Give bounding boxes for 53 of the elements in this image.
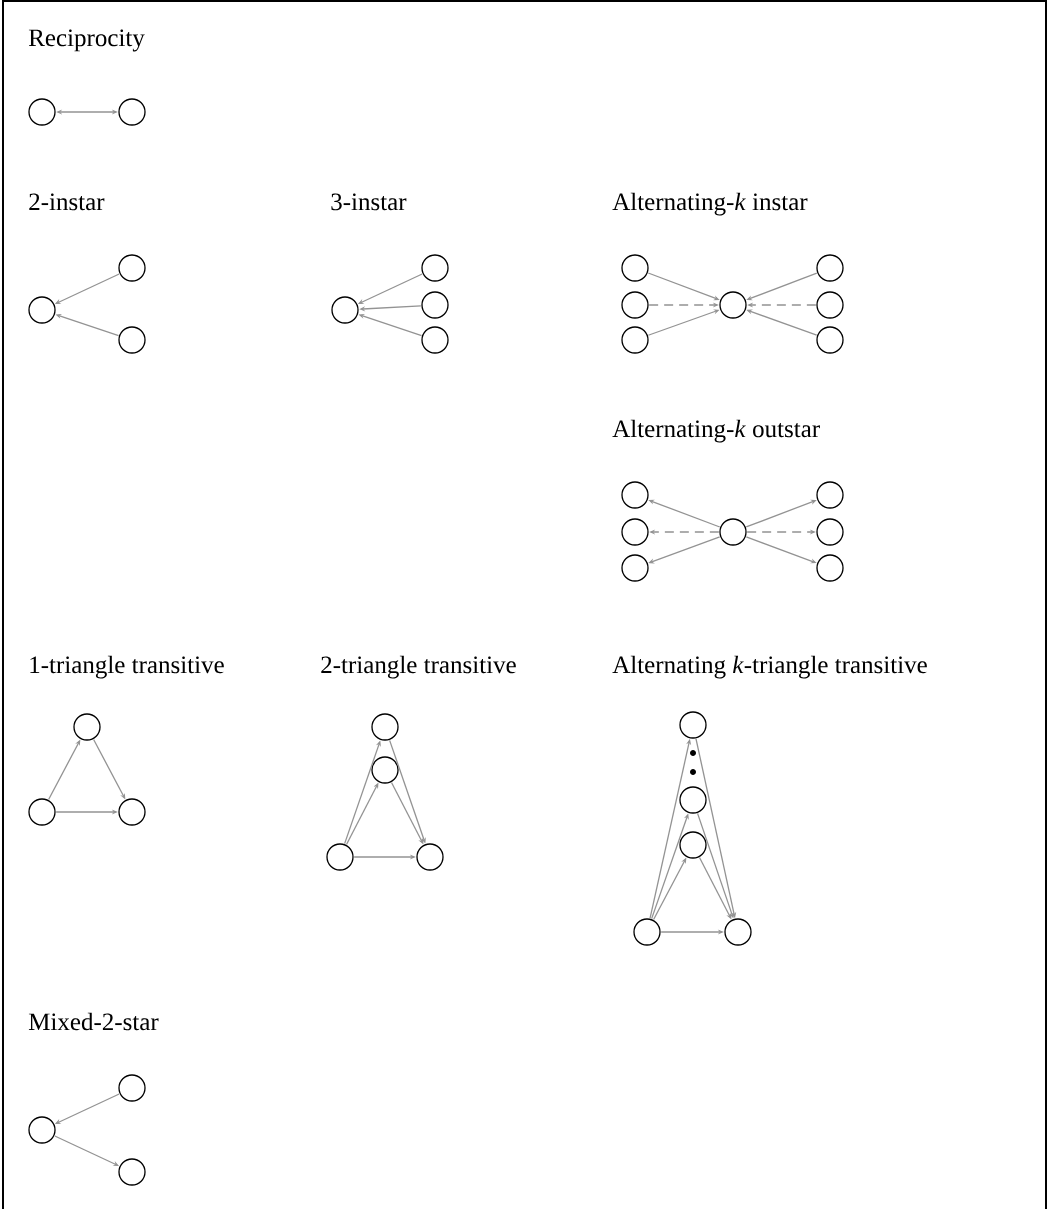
circle-node [816,291,844,319]
heading: 2-triangle transitive [321,655,516,679]
heading: Alternating-k instar [612,192,808,216]
circle-node [371,756,399,784]
circle-node [28,98,56,126]
circle-node [421,254,449,282]
circle-node [118,326,146,354]
circle-node [118,798,146,826]
circle-node [816,481,844,509]
circle-node [118,1074,146,1102]
circle-node [621,554,649,582]
circle-node [679,711,707,739]
arrow [745,499,817,528]
circle-node [118,1158,146,1186]
circle-node [621,291,649,319]
circle-node [28,1116,56,1144]
circle-node [326,843,354,871]
circle-node [416,843,444,871]
heading: Reciprocity [28,29,145,52]
circle-node [621,481,649,509]
heading: 3-instar [331,193,407,211]
circle-node [621,254,649,282]
heading: Alternating k-triangle transitive [612,655,927,679]
circle-node [421,326,449,354]
heading: Mixed-2-star [28,1012,159,1031]
circle-node [371,713,399,741]
arrow [56,109,118,115]
circle-node [621,326,649,354]
circle-node [816,518,844,546]
heading: Alternating-k outstar [612,419,820,443]
circle-node [816,326,844,354]
circle-node [816,254,844,282]
circle-node [633,918,661,946]
arrow [746,272,818,301]
circle-node [679,786,707,814]
circle-node [719,518,747,546]
circle-node [816,554,844,582]
circle-node [73,713,101,741]
arrow [647,272,720,301]
circle-node [719,291,747,319]
circle-node [679,831,707,859]
circle-node [421,291,449,319]
arrow [359,305,422,312]
arrow [648,499,721,528]
heading: 1-triangle transitive [30,655,224,679]
circle-node [28,296,56,324]
circle-node [28,798,56,826]
circle-node [724,918,752,946]
circle-node [331,296,359,324]
circle-node [118,254,146,282]
circle-node [118,98,146,126]
heading: 2-instar [29,193,105,211]
circle-node [621,518,649,546]
